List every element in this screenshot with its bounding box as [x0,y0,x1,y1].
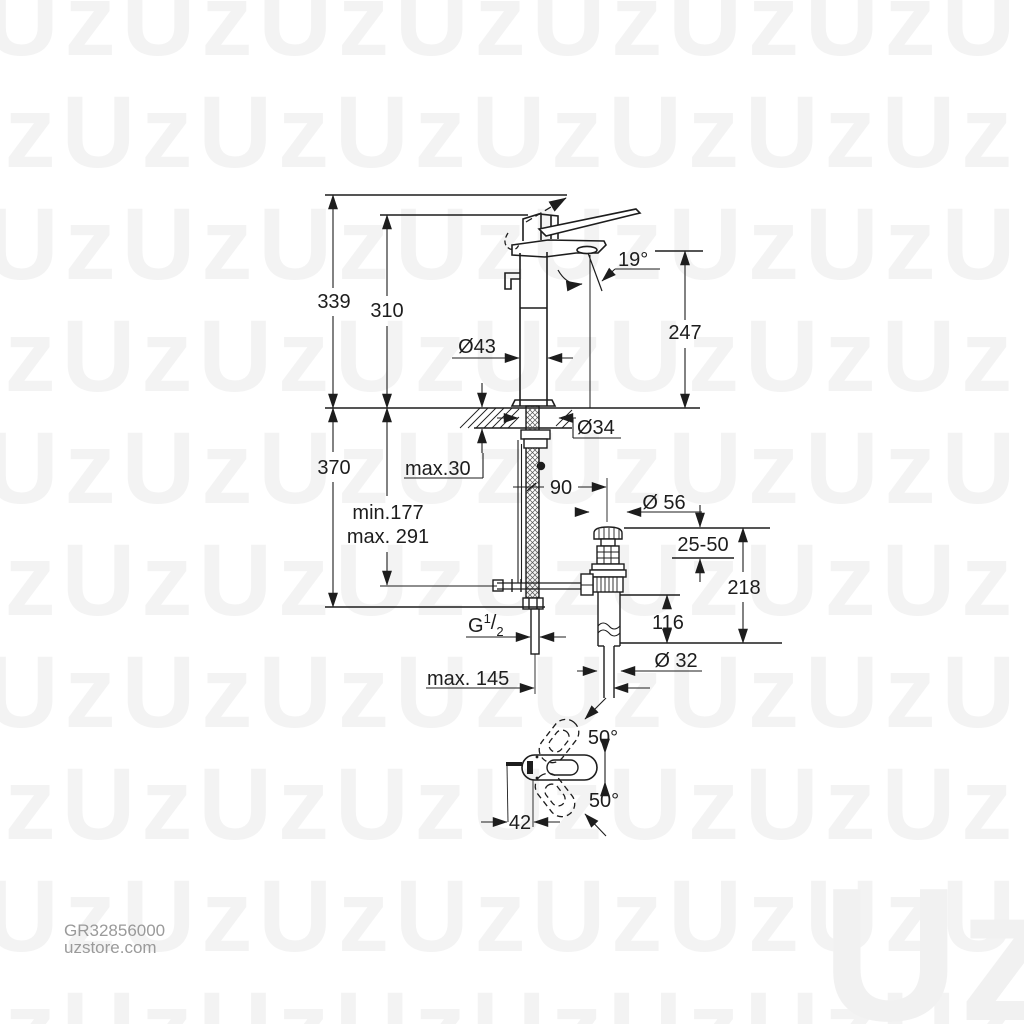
thread-numerator: 1 [484,611,491,626]
thread-prefix: G [468,615,484,637]
dim-overall-height: 339 [317,291,350,313]
dim-tailpipe-length: 116 [652,612,684,634]
dim-hose-min: min.177 [352,502,423,524]
footer-site: uzstore.com [64,938,157,957]
dim-thread-size: G1/2 [468,611,504,639]
dim-spout-height: 247 [668,322,701,344]
dim-height-to-lever: 310 [370,300,403,322]
dim-reach-max: max. 145 [427,668,509,690]
dim-deck-thickness-max: max.30 [405,458,471,480]
dim-handle-width: 42 [509,812,531,834]
dim-swivel-up: 50° [588,727,618,749]
dim-flange-adjust-range: 25-50 [677,534,728,556]
footer-sku: GR32856000 [64,921,166,940]
dim-drain-height: 218 [727,577,760,599]
dim-swivel-down: 50° [589,790,619,812]
dim-stream-angle: 19° [618,249,648,271]
faucet-side-view [504,197,642,408]
drain-assembly [580,526,627,698]
dim-hose-max: max. 291 [347,526,429,548]
thread-slash: / [491,612,497,634]
handle-top-view [481,697,610,837]
thread-denominator: 2 [496,624,503,639]
dim-body-diameter: Ø43 [458,336,496,358]
dim-rod-offset: 90 [550,477,572,499]
dimension-lines [325,194,782,693]
dim-pipe-diameter: Ø 32 [654,650,697,672]
dim-under-deck-total: 370 [317,457,350,479]
dim-hole-diameter: Ø34 [577,417,615,439]
footer-credit: GR32856000 uzstore.com [64,922,165,956]
watermark-big-tile: Uz [821,849,1024,1024]
supply-hose-assembly [492,405,583,694]
dimension-labels: 339 310 247 Ø43 19° Ø34 max.30 90 370 mi… [317,249,760,834]
dim-flange-diameter: Ø 56 [642,492,685,514]
handle-angle-dims [481,697,610,837]
